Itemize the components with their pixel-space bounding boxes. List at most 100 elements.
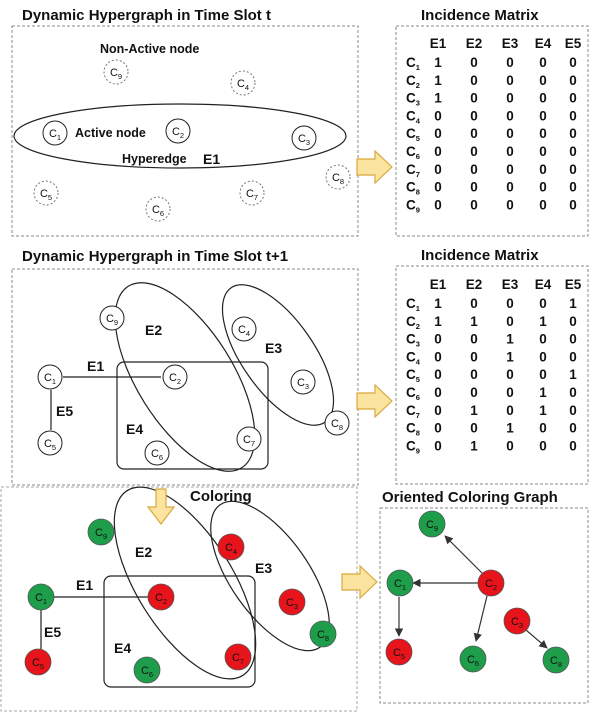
matrix-row-header: C2 [406,73,420,90]
panel3-graph [40,486,330,688]
node-c3-red [278,588,306,616]
label-e1: E1 [87,358,104,374]
title-time-slot-t: Dynamic Hypergraph in Time Slot t [22,7,271,24]
node-c9 [103,59,129,85]
matrix-cell: 1 [539,314,547,329]
node-label: C9 [110,67,122,81]
hyperedge-name: E1 [203,151,220,167]
matrix-col-header: E2 [466,36,483,51]
matrix-col-header: E4 [535,277,552,292]
matrix-cell: 1 [569,367,577,382]
matrix-cell: 1 [506,349,514,364]
matrix-cell: 0 [506,403,514,418]
matrix-row-header: C4 [406,108,421,125]
matrix-cell: 0 [539,91,547,106]
panel-borders [0,25,589,712]
matrix-cell: 0 [470,108,478,123]
matrix-col-header: E4 [535,36,552,51]
matrix-cell: 1 [434,91,442,106]
matrix-cell: 0 [569,332,577,347]
node-label: C2 [172,126,184,140]
node-label: C5 [40,188,52,202]
matrix-cell: 0 [470,55,478,70]
matrix-cell: 1 [506,421,514,436]
matrix-cell: 0 [470,126,478,141]
node-label: C8 [331,418,343,432]
matrix-cell: 0 [569,385,577,400]
matrix-cell: 0 [539,421,547,436]
matrix-row-header: C5 [406,367,420,384]
matrix-cell: 0 [434,144,442,159]
matrix-col-header: E5 [565,277,582,292]
node-label: C8 [317,629,329,643]
panel-time-slot-t1 [11,268,359,486]
matrix-cell: 0 [569,180,577,195]
node-label: C3 [297,377,309,391]
hyperedge-e2 [114,282,256,472]
matrix-cell: 0 [569,349,577,364]
matrix-cell: 0 [539,144,547,159]
hyperedge-label: Hyperedge [122,152,187,166]
node-label: C7 [246,188,258,202]
matrix-cell: 0 [434,438,442,453]
node-c6-green [133,656,161,684]
matrix-col-header: E5 [565,36,582,51]
title-time-slot-t1: Dynamic Hypergraph in Time Slot t+1 [22,248,288,265]
node-c5 [33,180,59,206]
node-label: C1 [394,578,406,592]
non-active-label: Non-Active node [100,42,199,56]
node-label: C6 [141,665,153,679]
arrow-c2-c6 [473,595,488,642]
matrix-cell: 0 [539,180,547,195]
matrix-cell: 1 [470,403,478,418]
node-label: C3 [286,597,298,611]
matrix-row-header: C4 [406,349,421,366]
matrix-row-header: C7 [406,403,420,420]
matrix-cell: 0 [434,403,442,418]
node-label: C5 [44,438,56,452]
matrix-cell: 0 [539,126,547,141]
node-c6-green [459,645,487,673]
matrix-cell: 0 [569,91,577,106]
matrix-cell: 0 [569,421,577,436]
arrow-c2-c9 [444,535,483,574]
matrix-cell: 1 [506,332,514,347]
panel-coloring [0,486,358,712]
node-c7 [236,426,262,452]
matrix-cell: 0 [434,108,442,123]
label-e3: E3 [265,340,282,356]
panel-oriented-coloring [379,507,589,704]
node-c2 [165,118,191,144]
matrix-cell: 0 [539,55,547,70]
node-c4 [230,70,256,96]
node-c3-red [503,607,531,635]
node-c9 [99,305,125,331]
matrix-cell: 0 [539,438,547,453]
matrix-cell: 0 [569,55,577,70]
node-c8-green [542,646,570,674]
node-c5-red [24,648,52,676]
matrix-cell: 0 [470,421,478,436]
color-hyperedge-e3 [210,500,330,652]
matrix-cell: 0 [434,349,442,364]
node-label: C6 [467,654,479,668]
matrix-cell: 0 [506,55,514,70]
node-c2 [162,364,188,390]
panel-incidence-matrix-1 [395,25,589,237]
color-label-e2: E2 [135,544,152,560]
matrix-cell: 0 [506,314,514,329]
panel2-labels: E2 E3 E1 E5 E4 [56,322,282,437]
matrix-cell: 0 [569,108,577,123]
matrix-cell: 0 [569,126,577,141]
node-c7 [239,180,265,206]
matrix-cell: 0 [506,126,514,141]
node-c4-red [217,533,245,561]
matrix-col-header: E3 [502,36,519,51]
matrix-cell: 0 [470,296,478,311]
arrow-down [146,488,176,525]
